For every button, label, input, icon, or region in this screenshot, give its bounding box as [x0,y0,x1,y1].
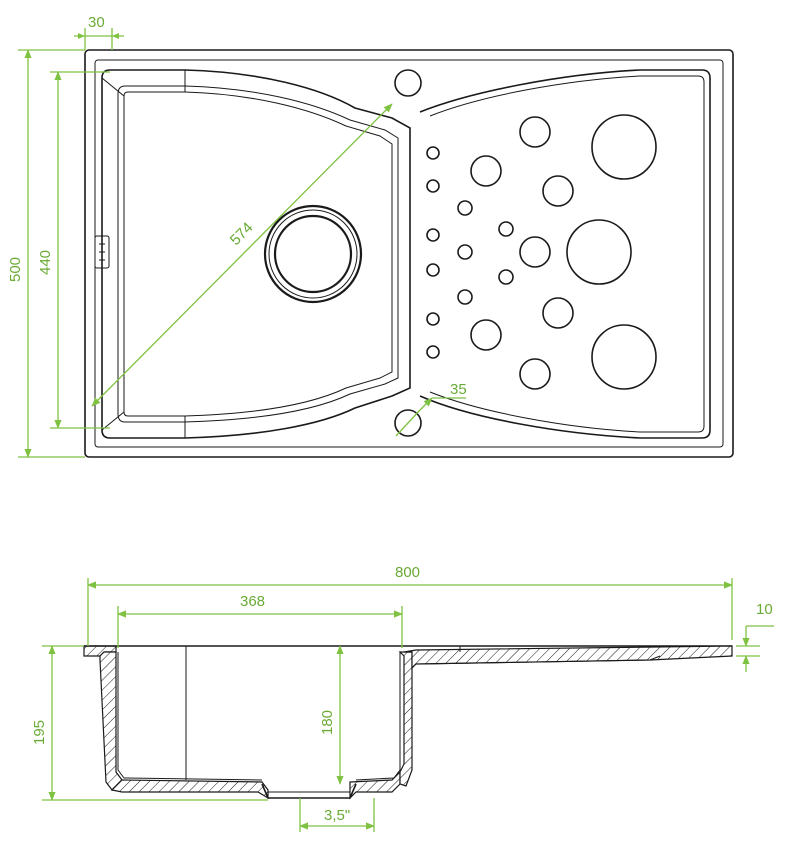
dimension-total-height: 195 [31,645,268,801]
dimension-bowl-height: 180 [319,645,344,785]
dim-label-total-width: 800 [395,564,420,581]
dimension-waste-size: 3,5" [299,798,375,832]
dimension-tap-hole: 35 [395,381,467,437]
dim-label-bowl-width: 368 [240,593,265,610]
drain-inner-ring [273,214,353,294]
dim-label-waste-size: 3,5" [324,807,350,824]
bowl-corner-line [101,77,125,97]
dimension-bowl-depth: 440 [37,71,110,429]
drainer-dot-pattern [426,114,657,390]
section-bowl-left-wall [99,651,123,791]
dim-label-total-depth: 500 [7,257,24,282]
dim-label-total-height: 195 [31,720,48,745]
bowl-corner-line [101,411,125,431]
section-bowl-right-wall [398,651,413,787]
tap-hole-top [394,69,422,97]
drainer-inner-outline [429,75,705,433]
section-drain-outlet [261,783,357,799]
dim-label-tap-hole: 35 [450,381,467,398]
dimension-drainer-thickness: 10 [736,601,774,672]
bowl-inner-outline [117,85,399,423]
dimension-bowl-width: 368 [117,593,403,648]
dim-label-rim-width: 30 [88,14,105,31]
sink-outer-frame [84,49,734,458]
dim-label-drainer-thickness: 10 [756,601,773,618]
drainer-outline [419,69,711,439]
top-view: 30 500 440 574 35 [7,14,734,458]
section-bowl-inner [117,652,401,781]
side-section-view: 800 368 10 195 180 [31,564,774,832]
section-bowl-bottom-right [349,770,401,800]
drain-outer-ring [263,204,363,304]
dimension-total-depth: 500 [7,49,85,458]
tap-hole-bottom [394,409,422,437]
dimension-total-width: 800 [87,564,733,646]
section-bowl-bottom [110,779,269,800]
section-drainer [403,645,733,670]
dimension-rim-width: 30 [74,14,124,50]
section-drainer-underside [419,655,661,665]
dimension-bowl-diagonal: 574 [91,103,393,407]
drain-mid-ring [268,209,358,299]
dim-label-bowl-height: 180 [319,710,336,735]
dim-label-bowl-depth: 440 [37,250,54,275]
